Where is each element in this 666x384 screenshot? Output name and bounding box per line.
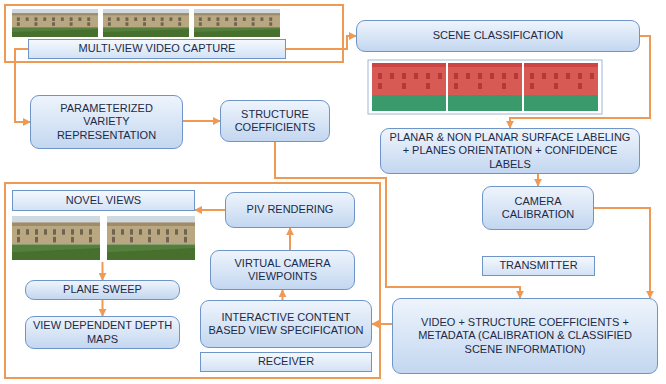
node-text: PLANAR & NON PLANAR SURFACE LABELING + P… [386,131,634,171]
flow-arrow [102,300,104,316]
process-box: PLANE SWEEP [25,280,180,300]
flow-arrow [286,36,356,49]
capture-photo [103,9,189,37]
process-box: PARAMETERIZED VARIETY REPRESENTATION [30,95,183,149]
node-text: NOVEL VIEWS [12,190,195,211]
node-text: SCENE CLASSIFICATION [433,29,564,42]
segmentation-frame [368,60,602,114]
process-box: SCENE CLASSIFICATION [356,20,640,52]
segmented-photo [448,63,522,111]
flow-arrow [594,208,650,298]
node-text: VIRTUAL CAMERA VIEWPOINTS [216,257,349,283]
node-text: CAMERA CALIBRATION [488,195,588,221]
section-label: RECEIVER [200,352,372,372]
node-text: TRANSMITTER [499,259,577,272]
node-text: PIV RENDERING [247,203,334,216]
node-text: RECEIVER [258,355,314,368]
flow-arrow [195,209,225,211]
novel-view-photo [107,216,195,260]
node-text: PARAMETERIZED VARIETY REPRESENTATION [36,102,177,142]
node-text: VIEW DEPENDENT DEPTH MAPS [31,319,174,345]
capture-photo [194,9,280,37]
flow-arrow [183,120,220,122]
node-text: STRUCTURE COEFFICIENTS [226,108,324,134]
segmented-photo [372,63,446,111]
stage-label: MULTI-VIEW VIDEO CAPTURE [28,39,286,59]
capture-photo [12,9,98,37]
receiver-frame [5,183,380,378]
process-box: INTERACTIVE CONTENT BASED VIEW SPECIFICA… [200,300,372,348]
process-box: CAMERA CALIBRATION [482,186,594,230]
node-text: INTERACTIVE CONTENT BASED VIEW SPECIFICA… [206,311,366,337]
node-text: VIDEO + STRUCTURE COEFFICIENTS + METADAT… [398,316,652,356]
section-label: TRANSMITTER [482,256,595,276]
novel-view-photo [12,216,100,260]
flow-arrow [102,262,104,280]
flow-arrow [372,323,392,325]
process-box: STRUCTURE COEFFICIENTS [220,100,330,142]
process-box: VIEW DEPENDENT DEPTH MAPS [25,316,180,349]
output-group: NOVEL VIEWS [12,190,195,262]
process-box: PIV RENDERING [225,192,355,228]
node-text: MULTI-VIEW VIDEO CAPTURE [79,42,236,55]
flow-arrow [15,49,30,122]
process-box: PLANAR & NON PLANAR SURFACE LABELING + P… [380,128,640,174]
data-box: VIDEO + STRUCTURE COEFFICIENTS + METADAT… [392,298,658,374]
process-box: VIRTUAL CAMERA VIEWPOINTS [210,250,355,290]
segmented-photo [524,63,598,111]
flow-arrow [282,290,284,300]
flow-arrow [537,174,539,186]
node-text: PLANE SWEEP [63,283,142,296]
flow-arrow [289,228,291,250]
capture-frame [5,5,343,62]
